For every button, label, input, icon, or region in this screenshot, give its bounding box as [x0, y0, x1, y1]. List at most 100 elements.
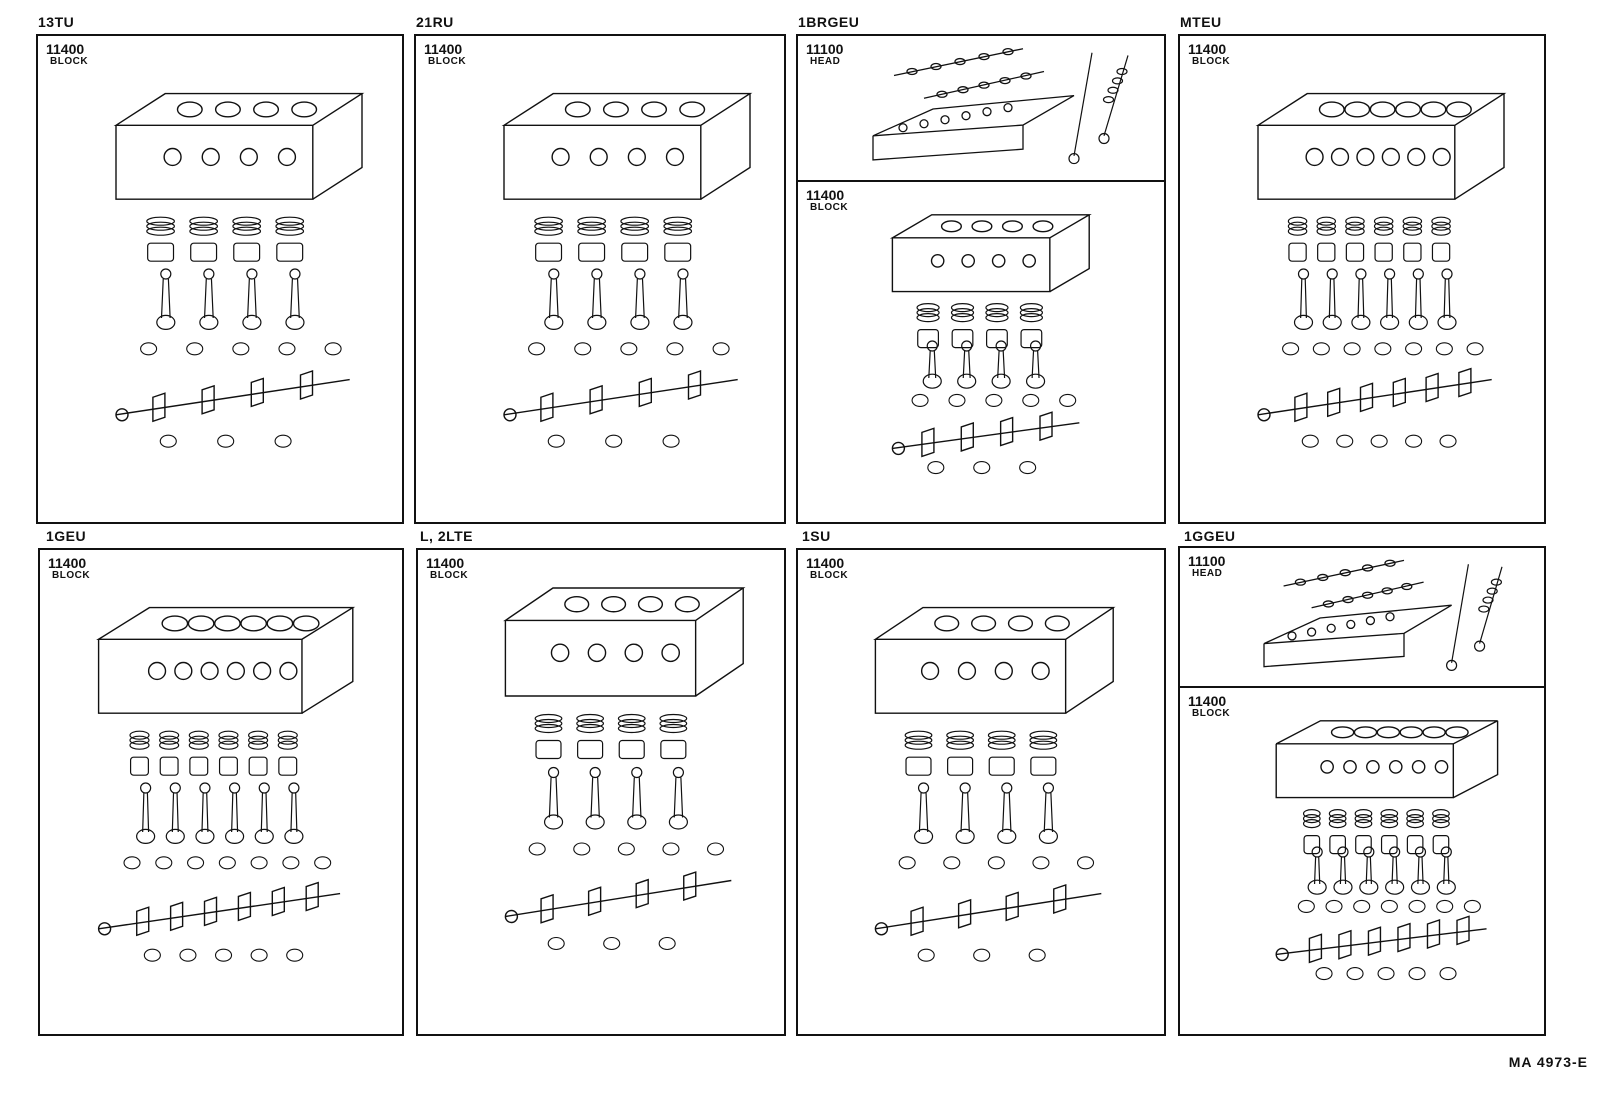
crankshaft [891, 411, 1080, 458]
crankshaft [1257, 367, 1492, 423]
crankshaft [504, 871, 732, 924]
connecting-rods [1293, 268, 1457, 330]
main-bearings [159, 434, 292, 448]
pistons-and-rings [534, 216, 693, 262]
connecting-rods [136, 782, 304, 844]
part-number: 11400 [806, 187, 845, 203]
head-section: 11100 HEAD [798, 36, 1164, 182]
part-name: BLOCK [810, 202, 849, 213]
block-section: 11400 BLOCK [1180, 688, 1544, 1034]
part-name: BLOCK [1192, 708, 1231, 719]
part-number: 11400 [48, 555, 87, 571]
bearings [528, 842, 725, 856]
block-assembly-illustration [113, 92, 365, 448]
cylinder-head-illustration [1263, 559, 1503, 671]
valves-and-springs [1068, 52, 1129, 165]
camshafts [893, 47, 1045, 99]
panel-1brgeu: 11100 HEAD 11400 BLOCK [796, 34, 1166, 524]
bearings [1297, 899, 1481, 913]
part-number: 11100 [806, 41, 844, 57]
cylinder-block [889, 214, 1092, 293]
part-number: 11400 [426, 555, 465, 571]
part-name: BLOCK [810, 570, 849, 581]
part-name: BLOCK [50, 56, 89, 67]
cylinder-block [96, 606, 356, 714]
main-bearings [143, 948, 304, 962]
main-bearings [1315, 967, 1457, 981]
part-number: 11400 [1188, 41, 1227, 57]
engine-label-1ggeu: 1GGEU [1184, 528, 1236, 544]
panel-21ru: 11400 BLOCK [414, 34, 786, 524]
panel-1geu: 11400 BLOCK [38, 548, 404, 1036]
figure-code: MA 4973-E [1508, 1054, 1588, 1070]
crankshaft [115, 370, 350, 423]
part-number: 11100 [1188, 553, 1226, 569]
engine-label-1geu: 1GEU [46, 528, 87, 544]
part-name: HEAD [810, 56, 841, 67]
block-assembly-illustration [889, 214, 1092, 475]
part-name: HEAD [1192, 568, 1223, 579]
part-number: 11400 [424, 41, 463, 57]
bearings [898, 856, 1095, 870]
panel-mteu: 11400 BLOCK [1178, 34, 1546, 524]
cylinder-block [501, 92, 753, 200]
crankshaft [874, 884, 1102, 937]
bearings [1282, 342, 1484, 356]
block-assembly-illustration [1255, 92, 1507, 448]
bearings [528, 342, 730, 356]
panel-l-2lte: 11400 BLOCK [416, 548, 786, 1036]
crankshaft [503, 370, 738, 423]
cylinder-block [113, 92, 365, 200]
pistons-and-rings [1287, 216, 1451, 262]
connecting-rods [1307, 846, 1456, 895]
engine-label-1brgeu: 1BRGEU [798, 14, 860, 30]
panel-1su: 11400 BLOCK [796, 548, 1166, 1036]
cylinder-block [873, 606, 1116, 714]
connecting-rods [543, 766, 688, 830]
main-bearings [927, 461, 1037, 475]
block-assembly-illustration [503, 587, 746, 950]
main-bearings [1301, 434, 1457, 448]
cylinder-head-illustration [872, 47, 1129, 165]
connecting-rods [156, 268, 305, 330]
crankshaft [1275, 915, 1487, 964]
crankshaft [97, 881, 341, 937]
cylinder-block [503, 587, 746, 697]
main-bearings [547, 434, 680, 448]
part-number: 11400 [1188, 693, 1227, 709]
engine-label-1su: 1SU [802, 528, 831, 544]
pistons-and-rings [1302, 808, 1450, 855]
block-section: 11400 BLOCK [798, 182, 1164, 522]
block-assembly-illustration [501, 92, 753, 448]
camshafts [1283, 559, 1424, 609]
connecting-rods [922, 340, 1046, 389]
part-number: 11400 [806, 555, 845, 571]
bearings [123, 856, 332, 870]
cylinder-block [1255, 92, 1507, 200]
part-name: BLOCK [428, 56, 467, 67]
cylinder-block [1275, 720, 1499, 799]
connecting-rods [544, 268, 693, 330]
part-number: 11400 [46, 41, 85, 57]
engine-label-13tu: 13TU [38, 14, 75, 30]
part-name: BLOCK [1192, 56, 1231, 67]
pistons-and-rings [146, 216, 305, 262]
block-assembly-illustration [96, 606, 356, 962]
main-bearings [547, 937, 676, 950]
cylinder-head [872, 94, 1075, 161]
connecting-rods [913, 782, 1058, 844]
part-name: BLOCK [52, 570, 91, 581]
block-assembly-illustration [873, 606, 1116, 962]
engine-label-21ru: 21RU [416, 14, 454, 30]
panel-1ggeu: 11100 HEAD 11400 BLOCK [1178, 546, 1546, 1036]
engine-label-mteu: MTEU [1180, 14, 1222, 30]
main-bearings [917, 948, 1046, 962]
pistons-and-rings [534, 713, 688, 760]
panel-13tu: 11400 BLOCK [36, 34, 404, 524]
valves-and-springs [1446, 564, 1503, 671]
cylinder-head [1263, 604, 1452, 668]
head-section: 11100 HEAD [1180, 548, 1544, 688]
pistons-and-rings [916, 302, 1044, 349]
block-assembly-illustration [1275, 720, 1499, 981]
engine-label-l-2lte: L, 2LTE [420, 528, 474, 544]
